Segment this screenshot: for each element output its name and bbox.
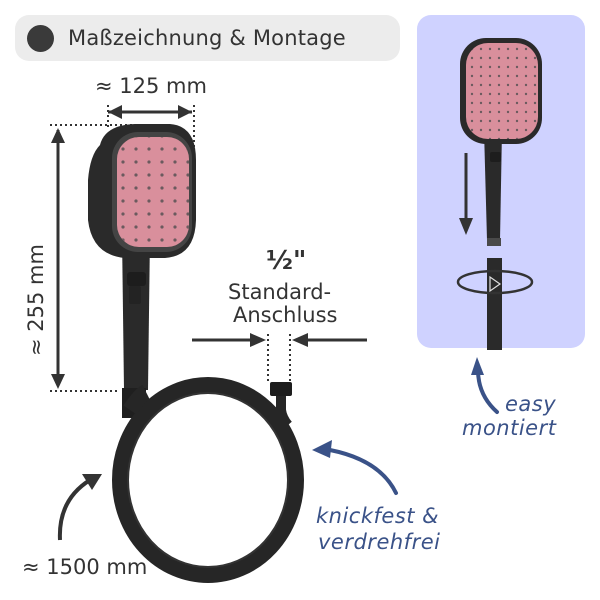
section-title: Maßzeichnung & Montage (68, 26, 346, 50)
installation-illustration (456, 38, 542, 350)
section-header: Maßzeichnung & Montage (15, 15, 400, 61)
hose-feature-arrow-icon (328, 448, 398, 495)
install-caption-line1: easy (505, 392, 557, 416)
hose-length-label: ≈ 1500 mm (22, 555, 148, 579)
connector-label-line2: Anschluss (233, 303, 338, 327)
connector-size-label: ½" (266, 246, 307, 276)
easy-arrow-icon (476, 368, 499, 414)
width-dimension-label: ≈ 125 mm (95, 74, 207, 98)
connector-label-line1: Standard- (228, 280, 332, 304)
hose-feature-caption-line1: knickfest & (316, 504, 440, 528)
bullet-icon (27, 24, 54, 52)
hose-feature-caption-line2: verdrehfrei (318, 530, 441, 554)
hose-feature-arrowhead-icon (312, 440, 332, 458)
hose-length-arrow (57, 474, 102, 541)
shower-hose (112, 377, 304, 583)
height-dimension-label: ≈ 255 mm (24, 244, 48, 356)
easy-arrowhead-icon (471, 357, 484, 375)
connector-dimension (192, 333, 367, 382)
install-caption-line2: montiert (462, 416, 557, 440)
shower-head-main (88, 124, 196, 418)
